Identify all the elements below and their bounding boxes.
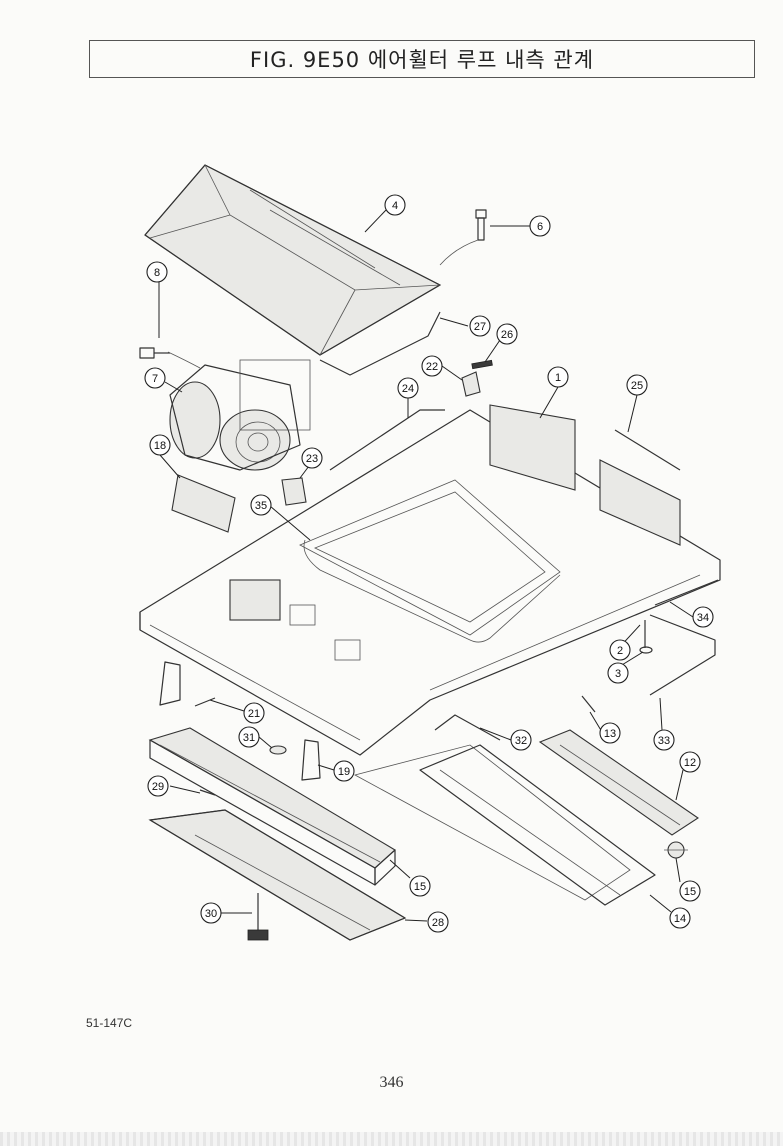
part-washer-3	[639, 646, 653, 654]
callout-2: 2	[609, 639, 631, 661]
part-fastener-24	[247, 893, 269, 941]
callout-6: 6	[529, 215, 551, 237]
svg-text:24: 24	[402, 383, 414, 395]
part-bracket-21	[159, 661, 181, 706]
svg-text:7: 7	[152, 373, 158, 385]
callout-13: 13	[599, 722, 621, 744]
part-nut-25	[269, 745, 287, 755]
svg-text:19: 19	[338, 766, 350, 778]
part-strip-28	[329, 409, 445, 471]
part-main-housing-1	[139, 404, 721, 756]
callout-21: 21	[243, 702, 265, 724]
part-rod-33	[649, 614, 716, 696]
svg-text:21: 21	[248, 708, 260, 720]
svg-text:25: 25	[631, 380, 643, 392]
svg-text:14: 14	[674, 913, 686, 925]
svg-text:28: 28	[432, 917, 444, 929]
part-grille-22	[148, 809, 407, 941]
svg-text:4: 4	[392, 200, 398, 212]
svg-text:27: 27	[474, 321, 486, 333]
part-blower-7	[169, 359, 311, 471]
part-duct-14	[353, 744, 656, 906]
callout-12: 12	[679, 751, 701, 773]
callout-24: 30	[200, 902, 222, 924]
callout-31: 27	[469, 315, 491, 337]
callout-3: 3	[607, 662, 629, 684]
part-filter-19	[148, 727, 396, 886]
svg-text:30: 30	[205, 908, 217, 920]
part-top-cover	[144, 164, 442, 356]
svg-text:23: 23	[306, 453, 318, 465]
callout-32: 32	[510, 729, 532, 751]
part-seal-31	[319, 311, 441, 376]
callout-28: 24	[397, 377, 419, 399]
callout-15: 15	[679, 880, 701, 902]
callout-7: 7	[144, 367, 166, 389]
part-bracket-20	[301, 739, 321, 781]
part-screw-6	[439, 209, 487, 266]
callout-30: 26	[496, 323, 518, 345]
svg-text:1: 1	[555, 372, 561, 384]
callout-27: 23	[301, 447, 323, 469]
part-vent-12	[538, 729, 699, 836]
page-number: 346	[379, 1074, 404, 1091]
callout-33: 33	[653, 729, 675, 751]
callout-23: 29	[147, 775, 169, 797]
part-pad-18	[171, 474, 236, 533]
svg-text:26: 26	[501, 329, 513, 341]
svg-text:2: 2	[617, 645, 623, 657]
drawing-code: 51-147C	[86, 1016, 133, 1030]
leader-lines	[158, 209, 694, 922]
callout-1: 1	[547, 366, 569, 388]
svg-text:35: 35	[255, 500, 267, 512]
svg-text:22: 22	[426, 361, 438, 373]
scan-edge-strip	[0, 1132, 783, 1146]
part-26	[461, 371, 481, 397]
part-gasket-35	[303, 539, 561, 643]
svg-text:15: 15	[414, 881, 426, 893]
part-screw-13	[581, 695, 596, 713]
svg-text:31: 31	[243, 732, 255, 744]
callout-29: 25	[626, 374, 648, 396]
svg-text:29: 29	[152, 781, 164, 793]
figure-title-box: FIG. 9E50 에어휠터 루프 내측 관계	[89, 40, 755, 78]
svg-text:15: 15	[684, 886, 696, 898]
callout-34: 34	[692, 606, 714, 628]
callout-18: 18	[149, 434, 171, 456]
svg-text:12: 12	[684, 757, 696, 769]
svg-text:18: 18	[154, 440, 166, 452]
part-screw-8	[139, 347, 201, 369]
svg-text:34: 34	[697, 612, 709, 624]
part-strip-29	[614, 429, 681, 471]
callout-4: 4	[384, 194, 406, 216]
callout-8: 8	[146, 261, 168, 283]
svg-text:8: 8	[154, 267, 160, 279]
svg-text:3: 3	[615, 668, 621, 680]
part-rod-34	[654, 579, 719, 606]
callout-22: 28	[427, 911, 449, 933]
svg-text:13: 13	[604, 728, 616, 740]
figure-title: FIG. 9E50 에어휠터 루프 내측 관계	[249, 48, 595, 72]
part-30	[471, 359, 493, 370]
svg-text:6: 6	[537, 221, 543, 233]
callout-19: 15	[409, 875, 431, 897]
svg-text:32: 32	[515, 735, 527, 747]
callout-26: 22	[421, 355, 443, 377]
callout-20: 19	[333, 760, 355, 782]
part-screw-23	[199, 789, 216, 796]
svg-text:33: 33	[658, 735, 670, 747]
part-clip-27	[281, 477, 307, 506]
part-knob-15	[664, 841, 688, 859]
part-bracket-32	[434, 714, 501, 741]
callout-14: 14	[669, 907, 691, 929]
callout-35: 35	[250, 494, 272, 516]
callout-25: 31	[238, 726, 260, 748]
